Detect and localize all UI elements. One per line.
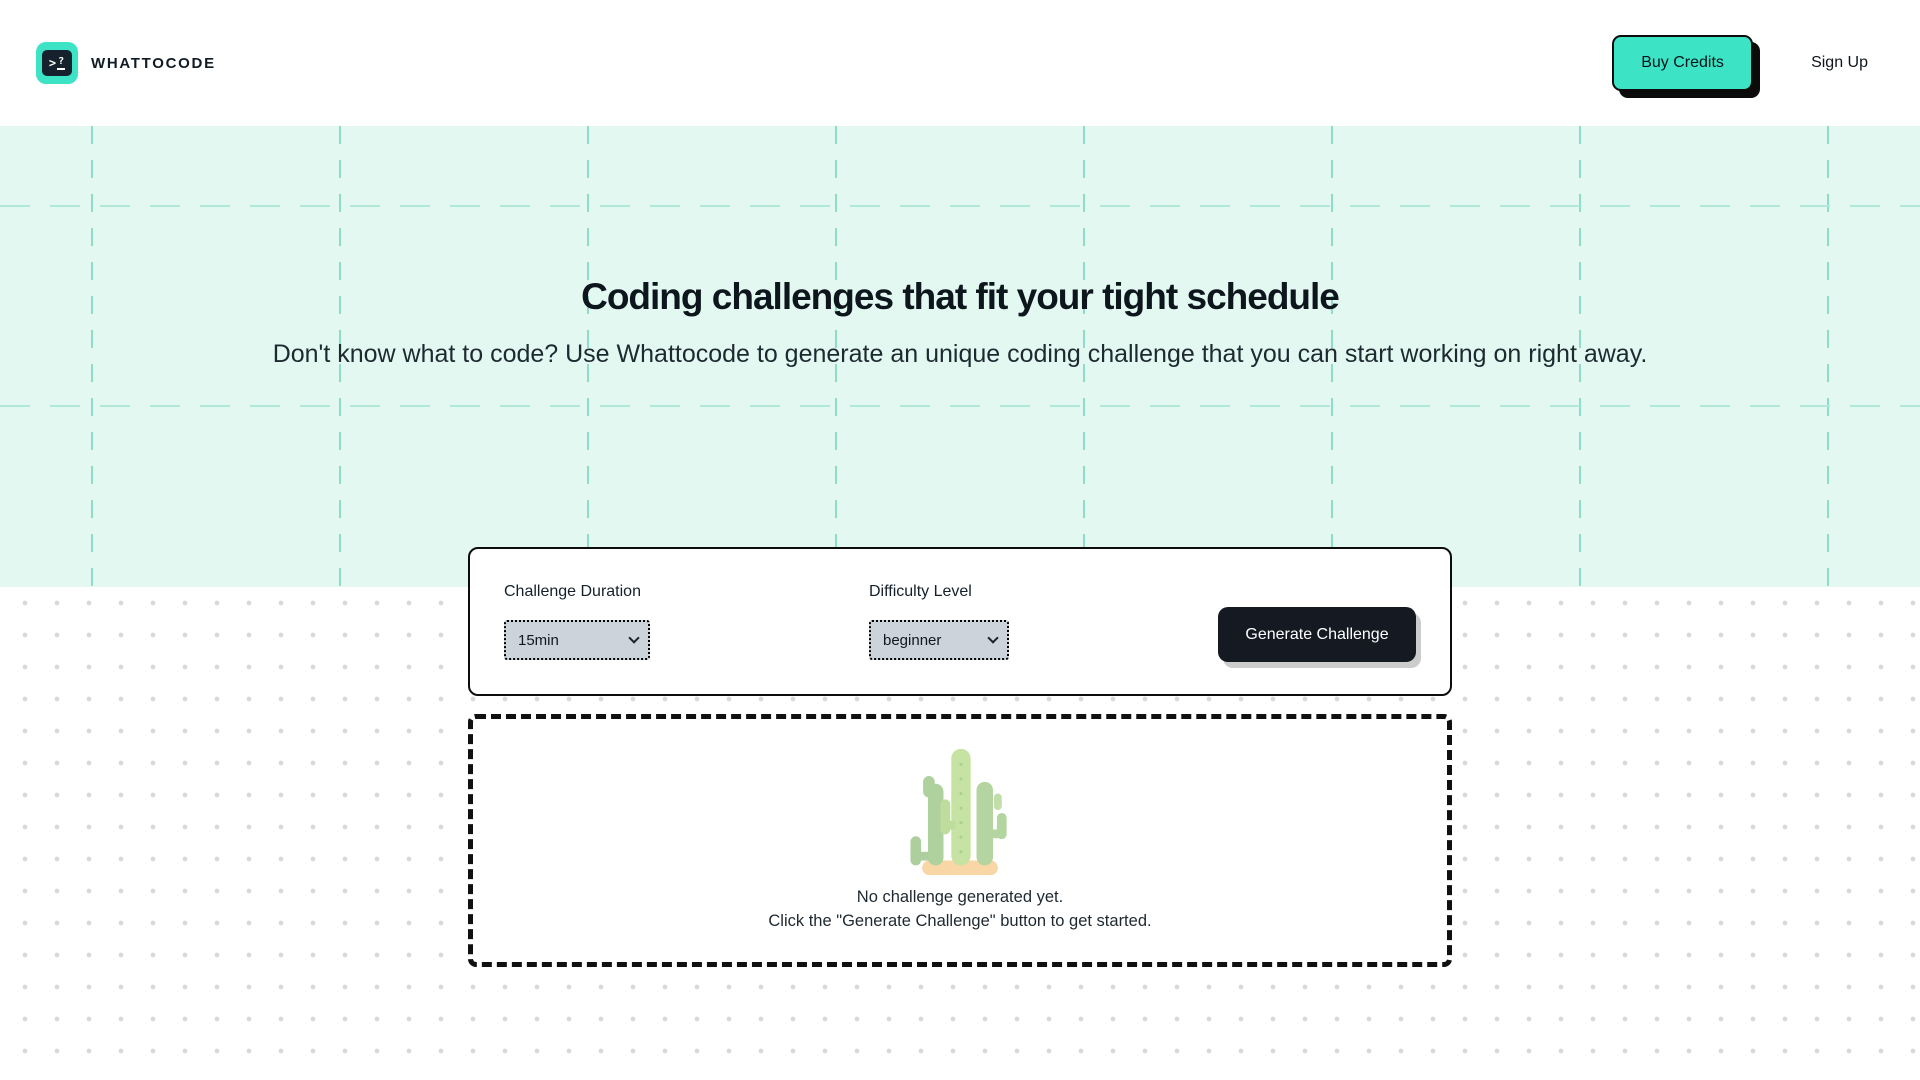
prompt-question-glyph: ? <box>57 56 66 70</box>
duration-select[interactable]: 15min <box>504 620 650 660</box>
hero-content: Coding challenges that fit your tight sc… <box>0 126 1920 372</box>
sign-up-link[interactable]: Sign Up <box>1811 54 1868 71</box>
dashed-grid-background <box>0 126 1920 587</box>
difficulty-field: Difficulty Level beginner <box>869 583 1009 660</box>
duration-label: Challenge Duration <box>504 583 641 600</box>
empty-state-line1: No challenge generated yet. <box>856 888 1064 906</box>
header: >? WHATTOCODE Buy Credits Sign Up <box>0 0 1920 126</box>
difficulty-select[interactable]: beginner <box>869 620 1009 660</box>
terminal-prompt-icon: >? <box>36 42 78 84</box>
prompt-gt-glyph: > <box>48 56 57 70</box>
challenge-form-card: Challenge Duration 15min Difficulty Leve… <box>468 547 1452 696</box>
generate-challenge-button[interactable]: Generate Challenge <box>1218 607 1416 662</box>
difficulty-label: Difficulty Level <box>869 583 972 600</box>
empty-state-box: No challenge generated yet. Click the "G… <box>468 714 1452 967</box>
hero-section: Coding challenges that fit your tight sc… <box>0 126 1920 587</box>
empty-state-text: No challenge generated yet. Click the "G… <box>768 885 1151 933</box>
buy-credits-button[interactable]: Buy Credits <box>1612 35 1754 91</box>
brand-name: WHATTOCODE <box>91 54 216 72</box>
brand: >? WHATTOCODE <box>36 42 216 84</box>
duration-field: Challenge Duration 15min <box>504 583 650 660</box>
content-section: Challenge Duration 15min Difficulty Leve… <box>0 547 1920 1080</box>
cactus-illustration <box>910 748 1007 876</box>
empty-state-line2: Click the "Generate Challenge" button to… <box>768 912 1152 930</box>
hero-subtitle: Don't know what to code? Use Whattocode … <box>272 340 1648 368</box>
hero-title: Coding challenges that fit your tight sc… <box>581 276 1340 317</box>
